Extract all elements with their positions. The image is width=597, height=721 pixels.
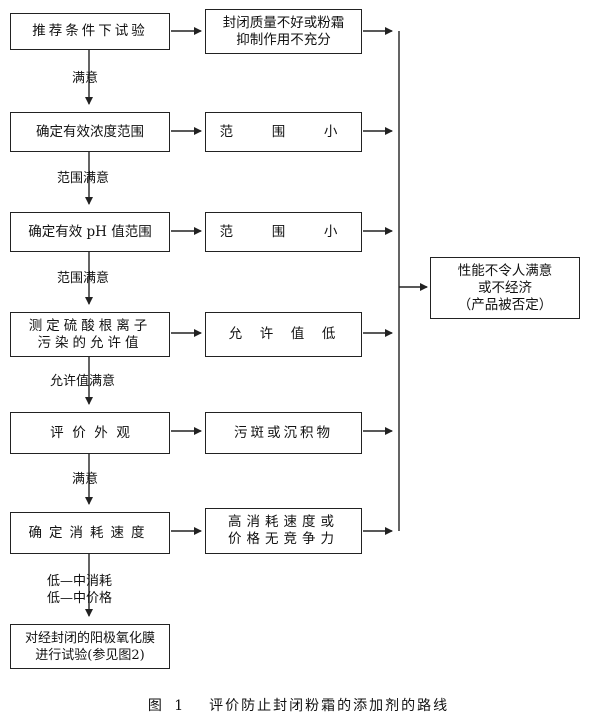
outcome-text: 污斑或沉积物 (234, 424, 333, 441)
figure-title: 评价防止封闭粉霜的添加剂的路线 (209, 698, 450, 714)
rejection-text: 性能不令人满意 或不经济 （产品被否定） (457, 262, 553, 313)
step-box-7: 对经封闭的阳极氧化膜 进行试验(参见图2) (10, 624, 170, 669)
figure-number: 图 1 (147, 698, 188, 714)
step-text: 推荐条件下试验 (32, 23, 148, 39)
connector-label-5: 满意 (72, 472, 99, 487)
step-text: 对经封闭的阳极氧化膜 进行试验(参见图2) (24, 630, 155, 663)
outcome-box-2: 范 围 小 (205, 112, 362, 152)
step-box-4: 测定硫酸根离子 污染的允许值 (10, 312, 170, 357)
connector-label-2: 范围满意 (57, 171, 110, 186)
outcome-box-5: 污斑或沉积物 (205, 412, 362, 454)
outcome-text: 高消耗速度或 价格无竞争力 (228, 514, 339, 547)
step-text: 确定消耗速度 (28, 524, 152, 541)
connector-label-6: 低—中消耗 低—中价格 (47, 574, 113, 606)
rejection-box: 性能不令人满意 或不经济 （产品被否定） (430, 257, 580, 319)
outcome-text: 范 围 小 (219, 223, 348, 240)
connector-label-3: 范围满意 (57, 271, 110, 286)
outcome-text: 封闭质量不好或粉霜 抑制作用不充分 (222, 14, 345, 48)
step-box-2: 确定有效浓度范围 (10, 112, 170, 152)
step-text: 评 价 外 观 (50, 424, 130, 441)
step-box-6: 确定消耗速度 (10, 512, 170, 554)
step-box-5: 评 价 外 观 (10, 412, 170, 454)
figure-caption: 图 1 评价防止封闭粉霜的添加剂的路线 (0, 695, 597, 715)
step-text: 测定硫酸根离子 污染的允许值 (28, 317, 152, 351)
step-text: 确定有效浓度范围 (36, 123, 144, 140)
outcome-text: 允 许 值 低 (228, 326, 339, 342)
outcome-box-4: 允 许 值 低 (205, 312, 362, 357)
outcome-box-6: 高消耗速度或 价格无竞争力 (205, 508, 362, 554)
outcome-box-1: 封闭质量不好或粉霜 抑制作用不充分 (205, 9, 362, 54)
outcome-text: 范 围 小 (219, 123, 348, 140)
step-box-1: 推荐条件下试验 (10, 13, 170, 50)
step-text: 确定有效 pH 值范围 (28, 223, 152, 240)
step-box-3: 确定有效 pH 值范围 (10, 212, 170, 252)
outcome-box-3: 范 围 小 (205, 212, 362, 252)
connector-label-1: 满意 (72, 71, 99, 86)
connector-label-4: 允许值满意 (50, 374, 116, 389)
